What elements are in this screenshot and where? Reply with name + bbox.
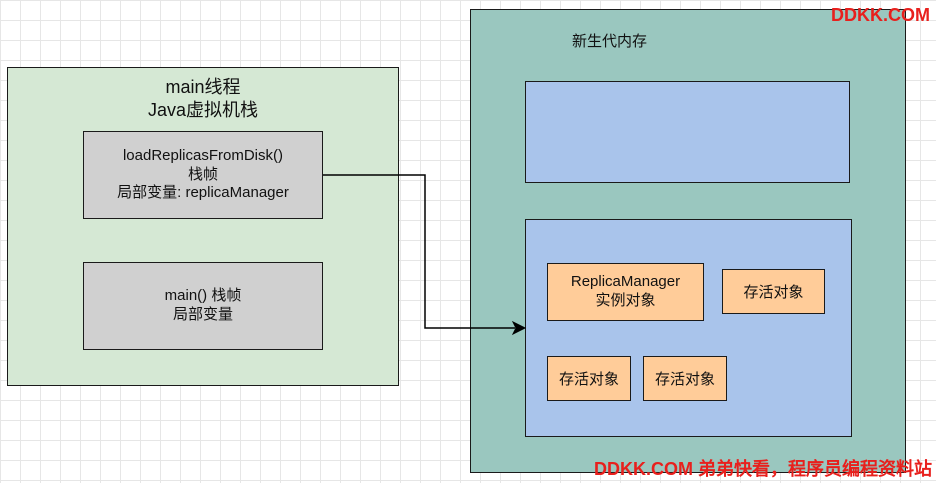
main-frame: main() 栈帧 局部变量 <box>83 262 323 350</box>
watermark-top: DDKK.COM <box>831 5 930 25</box>
main-thread-stack-title: main线程 Java虚拟机栈 <box>7 76 399 121</box>
main-frame-method: main() 栈帧 <box>164 287 242 305</box>
alive-object: 存活对象 <box>643 356 727 401</box>
alive-object: 存活对象 <box>722 269 825 314</box>
eden-region <box>525 81 850 183</box>
replica-object-class: ReplicaManager <box>570 273 681 291</box>
load-frame-label: 栈帧 <box>187 165 218 183</box>
load-replicas-frame: loadReplicasFromDisk() 栈帧 局部变量: replicaM… <box>83 131 323 219</box>
thread-title-line2: Java虚拟机栈 <box>147 99 259 120</box>
load-frame-method: loadReplicasFromDisk() <box>122 146 284 164</box>
load-frame-local-var: 局部变量: replicaManager <box>117 184 289 202</box>
alive-object: 存活对象 <box>547 356 631 401</box>
replica-manager-object: ReplicaManager 实例对象 <box>547 263 704 321</box>
main-frame-local-var: 局部变量 <box>172 306 233 323</box>
watermark-bottom: DDKK.COM 弟弟快看，程序员编程资料站 <box>594 459 932 479</box>
replica-object-label: 实例对象 <box>595 292 656 309</box>
survivor-region <box>525 219 852 437</box>
thread-title-line1: main线程 <box>165 77 241 97</box>
young-generation-title: 新生代内存 <box>572 33 648 50</box>
